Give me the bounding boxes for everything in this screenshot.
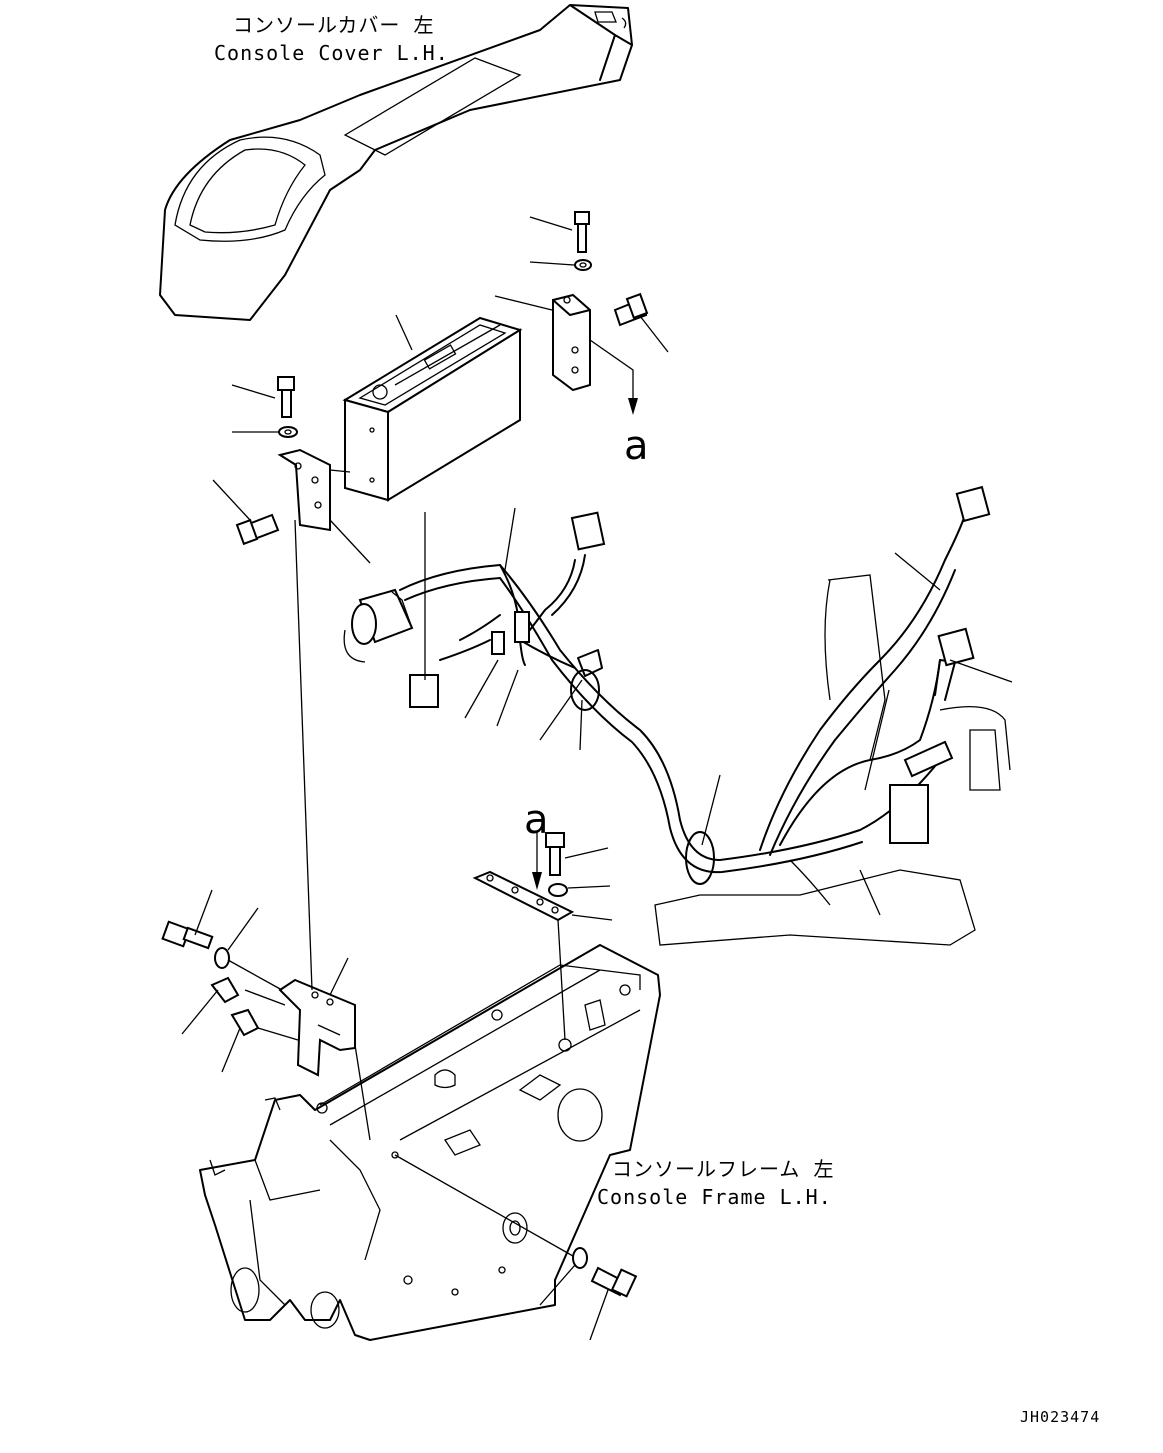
- round-connector: [343, 588, 414, 663]
- left-mounting-bracket: [212, 376, 371, 564]
- view-reference-upper: a: [624, 423, 649, 469]
- lower-plate: [472, 832, 613, 1041]
- drawing-code: JH023474: [1020, 1408, 1101, 1426]
- right-mounting-bracket: [395, 211, 669, 415]
- console-frame-label-jp: コンソールフレーム 左: [612, 1157, 835, 1181]
- frame-bolt: [539, 1247, 638, 1341]
- console-frame-label-en: Console Frame L.H.: [597, 1185, 832, 1209]
- console-cover-label-en: Console Cover L.H.: [214, 41, 449, 65]
- console-cover-label-jp: コンソールカバー 左: [233, 13, 435, 37]
- console-cover: [159, 4, 633, 321]
- view-reference-lower: a: [524, 797, 549, 843]
- cab-floor-outline: [654, 574, 1011, 946]
- wiring-harness: [343, 485, 1013, 916]
- console-frame: [199, 944, 661, 1341]
- harness-clamp-bracket: [161, 519, 371, 1141]
- controller-unit: [342, 316, 523, 502]
